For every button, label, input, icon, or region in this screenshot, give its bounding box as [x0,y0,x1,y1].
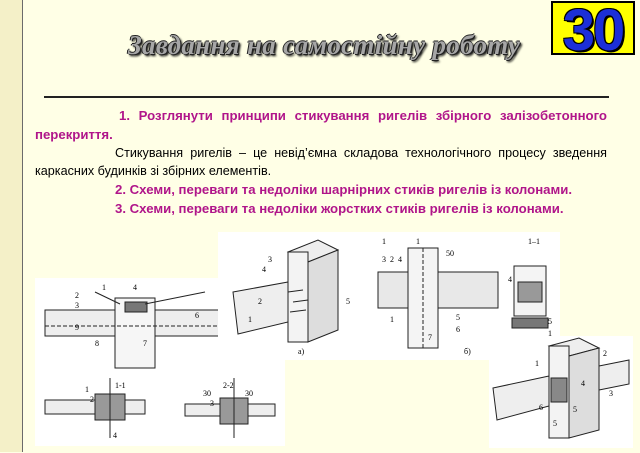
middle-label: 4 [398,255,402,264]
middle-label: а) [298,347,305,356]
middle-label: 1–1 [528,237,540,246]
right-label: 6 [539,403,543,412]
left-label: 4 [113,431,117,440]
task-item-2: 2. Схеми, переваги та недоліки шарнірних… [35,180,607,199]
title-divider [44,96,609,98]
right-label: 5 [553,419,557,428]
middle-label: 1 [548,329,552,338]
left-decor-strip [0,0,22,452]
left-label: 9 [75,323,79,332]
left-label: 6 [195,311,199,320]
joint-diagram-right: 1 2 3 4 5 6 5 [489,336,633,448]
task-item-3-text: 3. Схеми, переваги та недоліки жорстких … [115,201,564,216]
middle-label: б) [464,347,471,356]
left-label: 1-1 [115,381,126,390]
right-label: 5 [573,405,577,414]
left-label: 3 [75,301,79,310]
middle-label: 1 [416,237,420,246]
slide-body: 1. Розглянути принципи стикування ригелі… [35,106,607,218]
right-label: 1 [535,359,539,368]
joint-diagram-middle-svg: 3 4 2 1 5 а) 1 1 50 3 2 4 5 6 1 7 б) 1–1… [232,237,552,356]
left-border-line [22,0,23,452]
left-label: 7 [143,339,147,348]
middle-label: 4 [262,265,266,274]
middle-label: 5 [456,313,460,322]
right-label: 3 [609,389,613,398]
middle-label: 3 [382,255,386,264]
task-item-1: 1. Розглянути принципи стикування ригелі… [35,106,607,144]
middle-label: 50 [446,249,454,258]
task-description-text: Стикування ригелів – це невід’ємна склад… [35,146,607,178]
middle-label: 2 [258,297,262,306]
task-item-3: 3. Схеми, переваги та недоліки жорстких … [35,199,607,218]
slide-title: Завдання на самостійну роботу [128,30,521,60]
left-label: 4 [133,283,137,292]
right-label: 2 [603,349,607,358]
slide-number-badge: 30 [551,0,635,63]
joint-diagram-right-svg: 1 2 3 4 5 6 5 [492,337,630,439]
middle-label: 5 [548,317,552,326]
middle-label: 1 [390,315,394,324]
left-label: 2 [90,395,94,404]
left-label: 30 [245,389,253,398]
middle-label: 6 [456,325,460,334]
left-label: 8 [95,339,99,348]
left-label: 2 [75,291,79,300]
left-label: 1 [85,385,89,394]
slide-number: 30 [562,0,626,63]
middle-label: 2 [390,255,394,264]
middle-label: 4 [508,275,512,284]
task-item-2-text: 2. Схеми, переваги та недоліки шарнірних… [115,182,573,197]
middle-label: 5 [346,297,350,306]
middle-label: 1 [248,315,252,324]
middle-label: 3 [268,255,272,264]
middle-label: 1 [382,237,386,246]
middle-label: 7 [428,333,432,342]
right-label: 4 [581,379,585,388]
left-label: 2-2 [223,381,234,390]
task-item-1-text: 1. Розглянути принципи стикування ригелі… [35,108,607,142]
left-label: 1 [102,283,106,292]
left-label: 3 [210,399,214,408]
task-description: Стикування ригелів – це невід’ємна склад… [35,144,607,180]
left-label: 30 [203,389,211,398]
